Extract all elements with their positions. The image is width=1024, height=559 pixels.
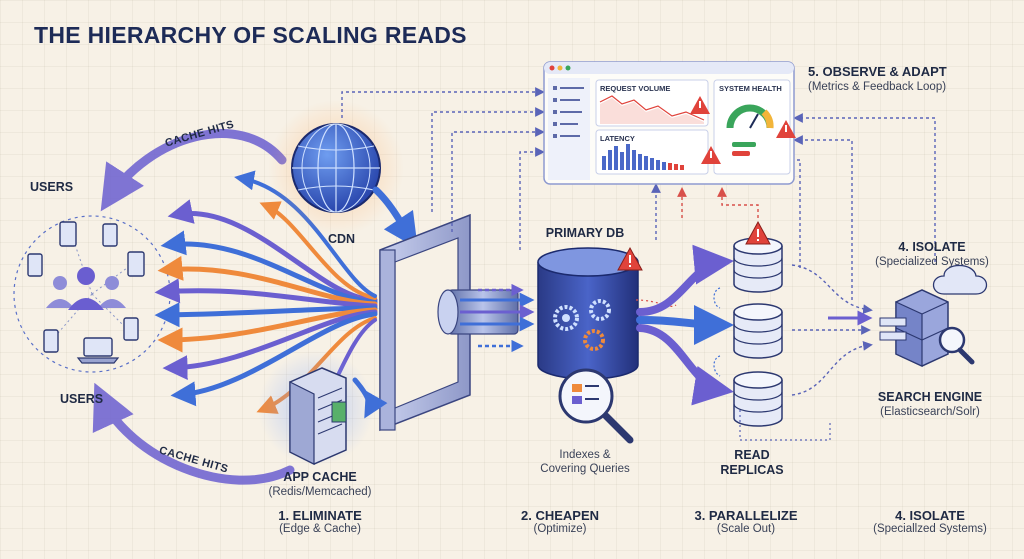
users-cluster — [13, 215, 171, 373]
app-cache-sub: (Redis/Memcached) — [268, 486, 372, 498]
read-replica-stack — [713, 237, 783, 427]
replication-flow — [636, 244, 734, 406]
step-4-sub: (Speciallzed Systems) — [873, 523, 987, 535]
warning-icon — [745, 220, 771, 245]
warning-icon — [617, 246, 643, 271]
gear-icon — [553, 299, 611, 351]
app-cache-label: APP CACHE — [283, 470, 357, 484]
replica-db-icon — [733, 237, 783, 293]
indexes-label-line2: Covering Queries — [540, 463, 630, 475]
replica-db-icon — [733, 371, 783, 427]
step-4-label: 4. ISOLATE — [895, 508, 965, 523]
isolate-label-top: 4. ISOLATE — [898, 240, 966, 254]
warning-icon — [690, 96, 796, 164]
app-cache-server-icon — [258, 350, 388, 466]
observe-label: 5. OBSERVE & ADAPT — [808, 64, 947, 79]
step-2-label: 2. CHEAPEN — [520, 508, 600, 523]
request-volume-label: REQUEST VOLUME — [600, 84, 671, 93]
users-label-bottom: USERS — [60, 392, 104, 406]
step-2-sub: (Optimize) — [533, 523, 587, 535]
metrics-dashboard — [543, 61, 795, 185]
cdn-label: CDN — [328, 232, 356, 246]
health-gauge-icon — [726, 104, 774, 156]
primary-db-icon — [537, 247, 677, 380]
read-replicas-label-line2: REPLICAS — [720, 463, 784, 477]
search-engine-icon — [879, 264, 988, 367]
latency-label: LATENCY — [600, 134, 635, 143]
cdn-globe-icon — [268, 100, 418, 249]
page-title: THE HIERARCHY OF SCALING READS — [34, 22, 467, 48]
isolate-sub-top: (Specialized Systems) — [875, 256, 989, 268]
step-1-sub: (Edge & Cache) — [279, 523, 361, 535]
cache-hit-arcs — [92, 129, 295, 485]
read-replicas-label-line1: READ — [734, 448, 770, 462]
isolation-flow — [791, 264, 873, 396]
step-1-label: 1. ELIMINATE — [278, 508, 362, 523]
observe-sub: (Metrics & Feedback Loop) — [808, 81, 947, 93]
primary-db-label: PRIMARY DB — [545, 226, 625, 240]
users-label-top: USERS — [30, 180, 74, 194]
latency-bars — [602, 144, 684, 170]
step-3-sub: (Scale Out) — [716, 523, 776, 535]
step-3-label: 3. PARALLELIZE — [694, 508, 798, 523]
laptop-icon — [76, 337, 120, 364]
system-health-label: SYSTEM HEALTH — [719, 84, 782, 93]
replica-db-icon — [733, 303, 783, 359]
search-engine-label: SEARCH ENGINE — [877, 390, 983, 404]
users-icon — [46, 267, 126, 310]
gateway-frame — [379, 213, 535, 432]
search-engine-sub: (Elasticsearch/Solr) — [880, 406, 980, 418]
index-magnifier-icon — [558, 368, 634, 444]
feedback-loops — [341, 87, 936, 441]
indexes-label-line1: Indexes & — [559, 449, 611, 461]
tablet-icon — [27, 221, 145, 353]
